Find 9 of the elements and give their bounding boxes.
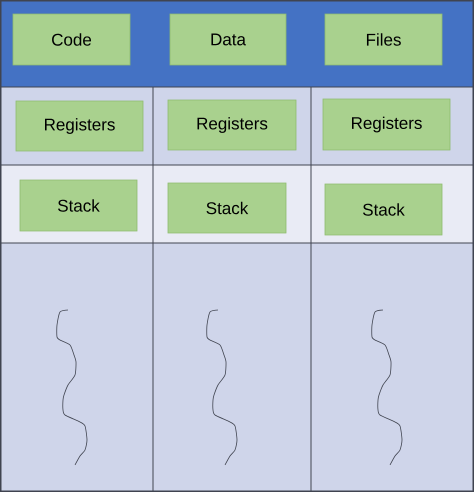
process-box: Files <box>324 14 442 66</box>
process-box: Registers <box>322 98 450 150</box>
process-box: Stack <box>324 184 442 236</box>
process-box: Code <box>12 14 130 66</box>
process-box: Data <box>170 14 286 66</box>
process-box: Stack <box>168 182 286 234</box>
process-box: Registers <box>168 100 296 150</box>
process-box: Registers <box>16 100 144 152</box>
process-box: Stack <box>20 180 138 232</box>
